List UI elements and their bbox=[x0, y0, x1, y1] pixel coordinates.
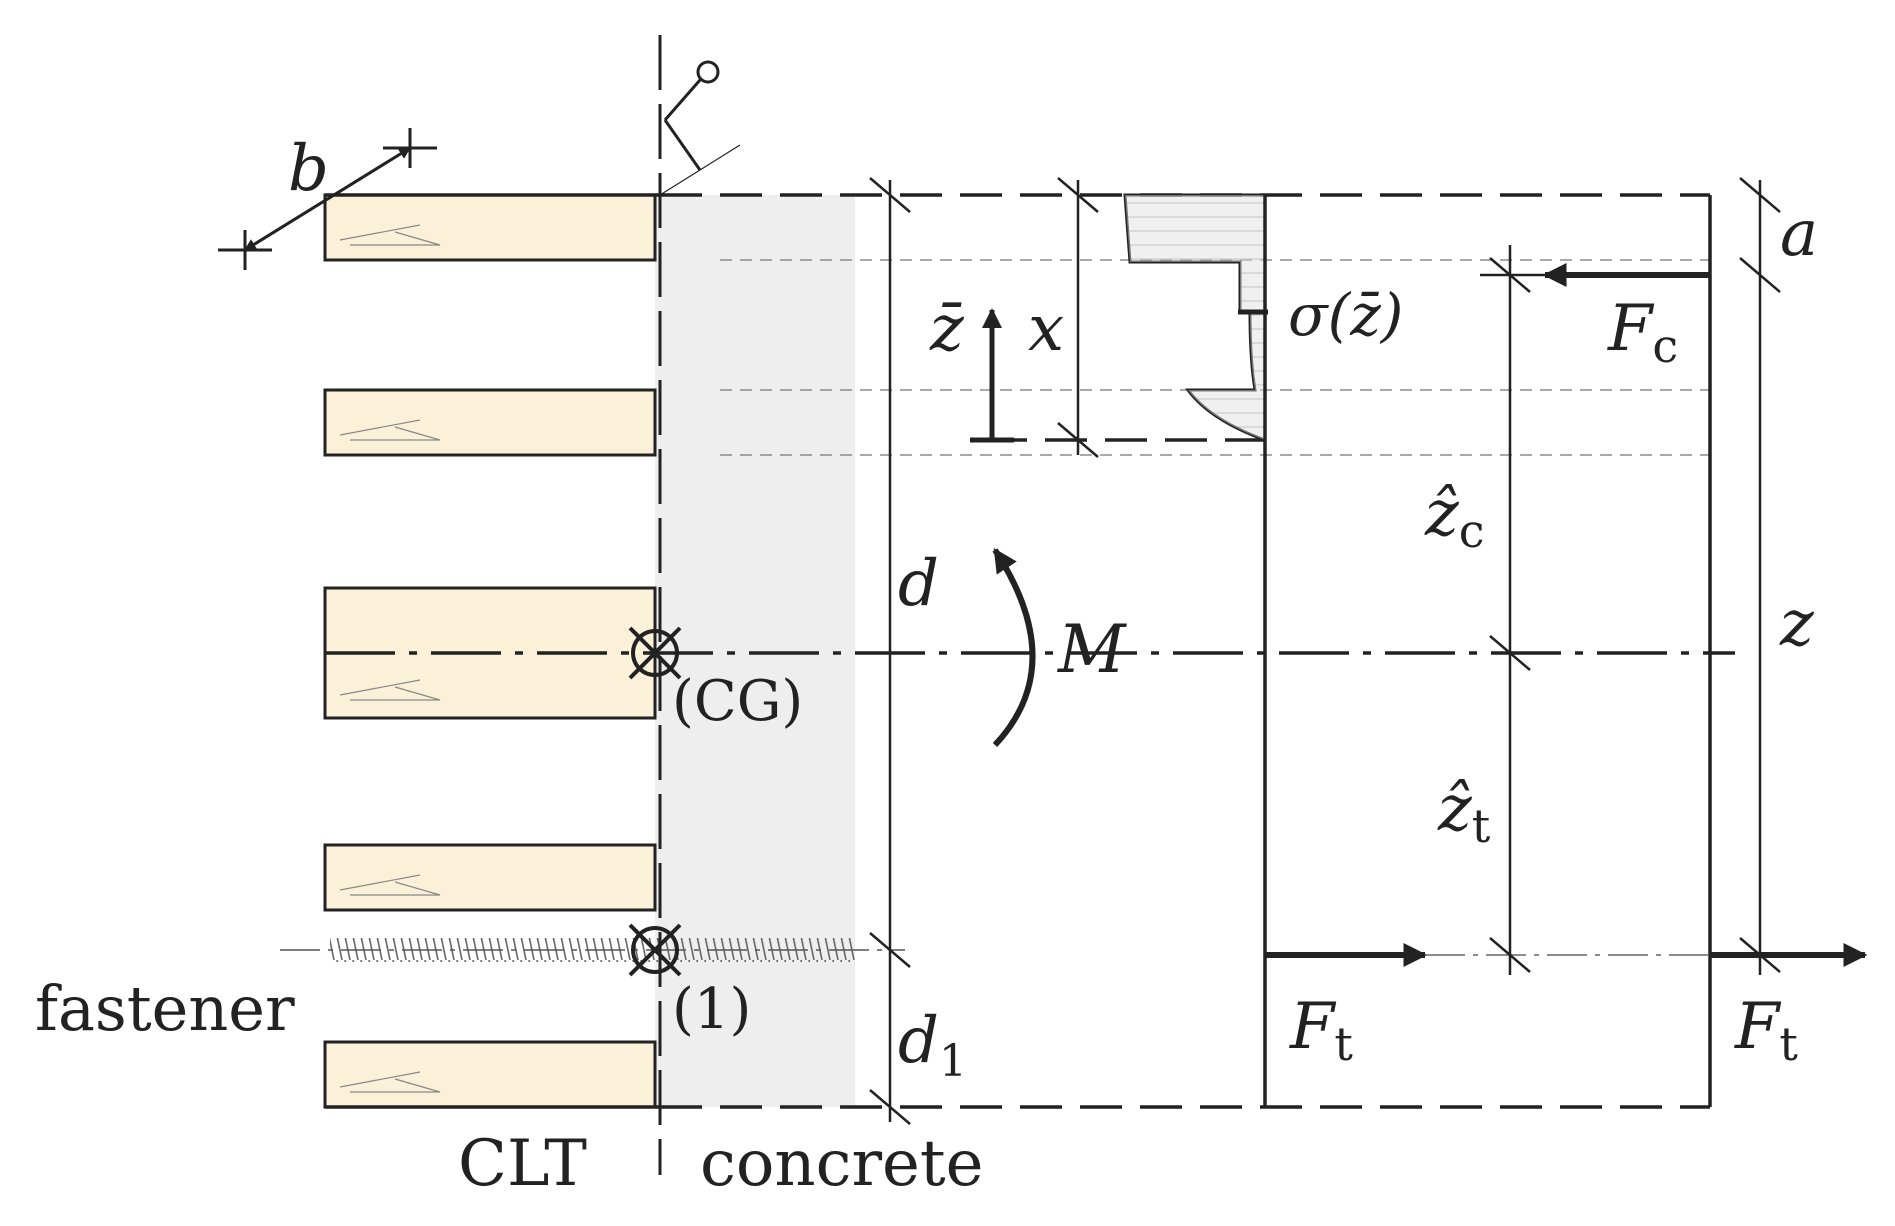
clt-lamellas bbox=[323, 193, 657, 1109]
reference-lines bbox=[720, 259, 1710, 456]
label-sigma: σ(z̄) bbox=[1288, 281, 1403, 349]
label-a: a bbox=[1780, 197, 1818, 271]
label-d: d bbox=[898, 547, 939, 621]
label-z: z bbox=[1779, 587, 1815, 661]
zbar-arrow bbox=[970, 308, 1014, 443]
lamella-5 bbox=[323, 1040, 657, 1109]
lamella-1 bbox=[323, 193, 657, 262]
lamella-4 bbox=[323, 843, 657, 912]
label-clt: CLT bbox=[458, 1127, 587, 1201]
moment-arrow bbox=[992, 547, 1036, 748]
cg-marker bbox=[628, 626, 682, 680]
label-cg: (CG) bbox=[672, 669, 803, 734]
x-dimension bbox=[1057, 177, 1099, 458]
lamella-2 bbox=[323, 388, 657, 457]
width-dimension bbox=[218, 128, 437, 270]
label-zbar: z̄ bbox=[929, 292, 965, 366]
label-x: x bbox=[1028, 292, 1064, 366]
label-fc: Fc bbox=[1607, 292, 1678, 373]
label-b: b bbox=[288, 132, 329, 206]
depth-dimension bbox=[869, 177, 911, 1125]
label-ft-middle: Ft bbox=[1289, 990, 1353, 1071]
concrete-layer bbox=[655, 195, 855, 1107]
z-dimension bbox=[1739, 177, 1781, 975]
section-cut-symbol bbox=[659, 60, 741, 196]
fastener-marker bbox=[628, 923, 682, 977]
label-m: M bbox=[1057, 611, 1127, 688]
label-fastener: fastener bbox=[35, 972, 295, 1045]
boundary-dashed-lines bbox=[660, 193, 1710, 1109]
label-concrete: concrete bbox=[700, 1127, 984, 1201]
label-one: (1) bbox=[672, 977, 751, 1042]
label-d1: d1 bbox=[898, 1004, 967, 1087]
label-ft-right: Ft bbox=[1734, 990, 1798, 1071]
label-zhat-c: ẑc bbox=[1424, 477, 1484, 558]
label-zhat-t: ẑt bbox=[1437, 772, 1491, 853]
